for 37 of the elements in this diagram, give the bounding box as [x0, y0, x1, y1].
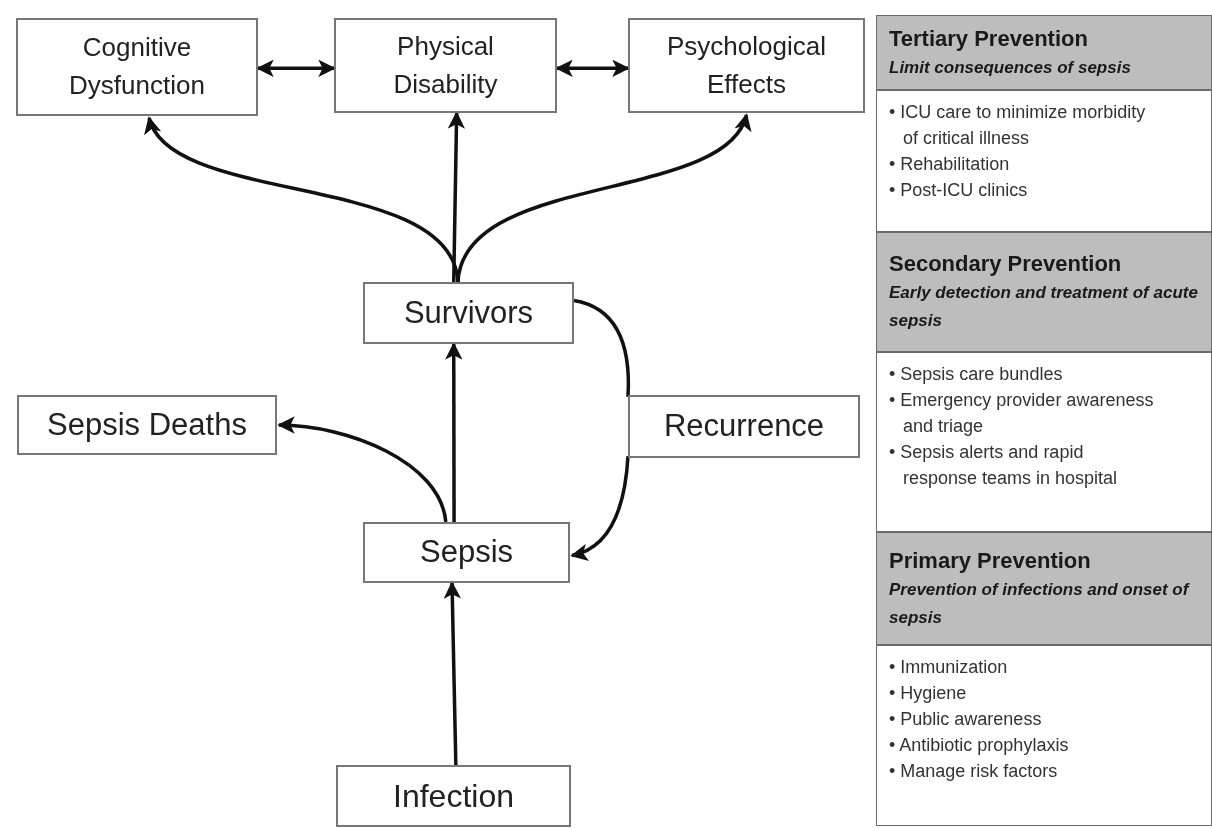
section-subtitle: Limit consequences of sepsis — [889, 56, 1132, 79]
section-subtitle: Prevention of infections and onset of sepsis — [889, 578, 1191, 629]
prevention-header — [876, 15, 1212, 90]
arrow — [570, 455, 630, 560]
process-box: Survivors — [363, 282, 574, 344]
bullet-item: • Emergency provider awareness and triage — [889, 389, 1155, 438]
measures-box — [876, 352, 1212, 532]
bullet-item: • Hygiene — [889, 682, 968, 705]
process-box: Psychological Effects — [628, 18, 865, 113]
arrow — [445, 342, 463, 522]
process-box: Physical Disability — [334, 18, 557, 113]
bullet-item: • ICU care to minimize morbidity of critical illness — [889, 101, 1147, 150]
arrow — [456, 113, 749, 283]
section-title: Secondary Prevention — [889, 250, 1123, 278]
bullet-item: • Sepsis care bundles — [889, 363, 1064, 386]
bullet-item: • Manage risk factors — [889, 760, 1059, 783]
measures-box — [876, 90, 1212, 232]
measures-box — [876, 645, 1212, 826]
section-subtitle: Early detection and treatment of acute sepsis — [889, 282, 1199, 332]
arrow — [443, 581, 462, 766]
prevention-header — [876, 232, 1212, 352]
process-box: Recurrence — [628, 395, 860, 458]
process-box: Sepsis Deaths — [17, 395, 277, 455]
bullet-item: • Post-ICU clinics — [889, 179, 1029, 202]
process-box: Cognitive Dysfunction — [16, 18, 258, 116]
arrow — [277, 416, 448, 523]
bullet-item: • Public awareness — [889, 708, 1043, 731]
section-title: Primary Prevention — [889, 546, 1092, 575]
process-box: Sepsis — [363, 522, 570, 583]
section-title: Tertiary Prevention — [889, 24, 1089, 53]
bullet-item: • Rehabilitation — [889, 153, 1011, 176]
bullet-item: • Sepsis alerts and rapid response teams in hospital — [889, 441, 1119, 490]
bullet-item: • Immunization — [889, 656, 1009, 679]
process-box: Infection — [336, 765, 571, 827]
bullet-item: • Antibiotic prophylaxis — [889, 734, 1070, 757]
arrow — [447, 111, 466, 283]
prevention-header — [876, 532, 1212, 645]
